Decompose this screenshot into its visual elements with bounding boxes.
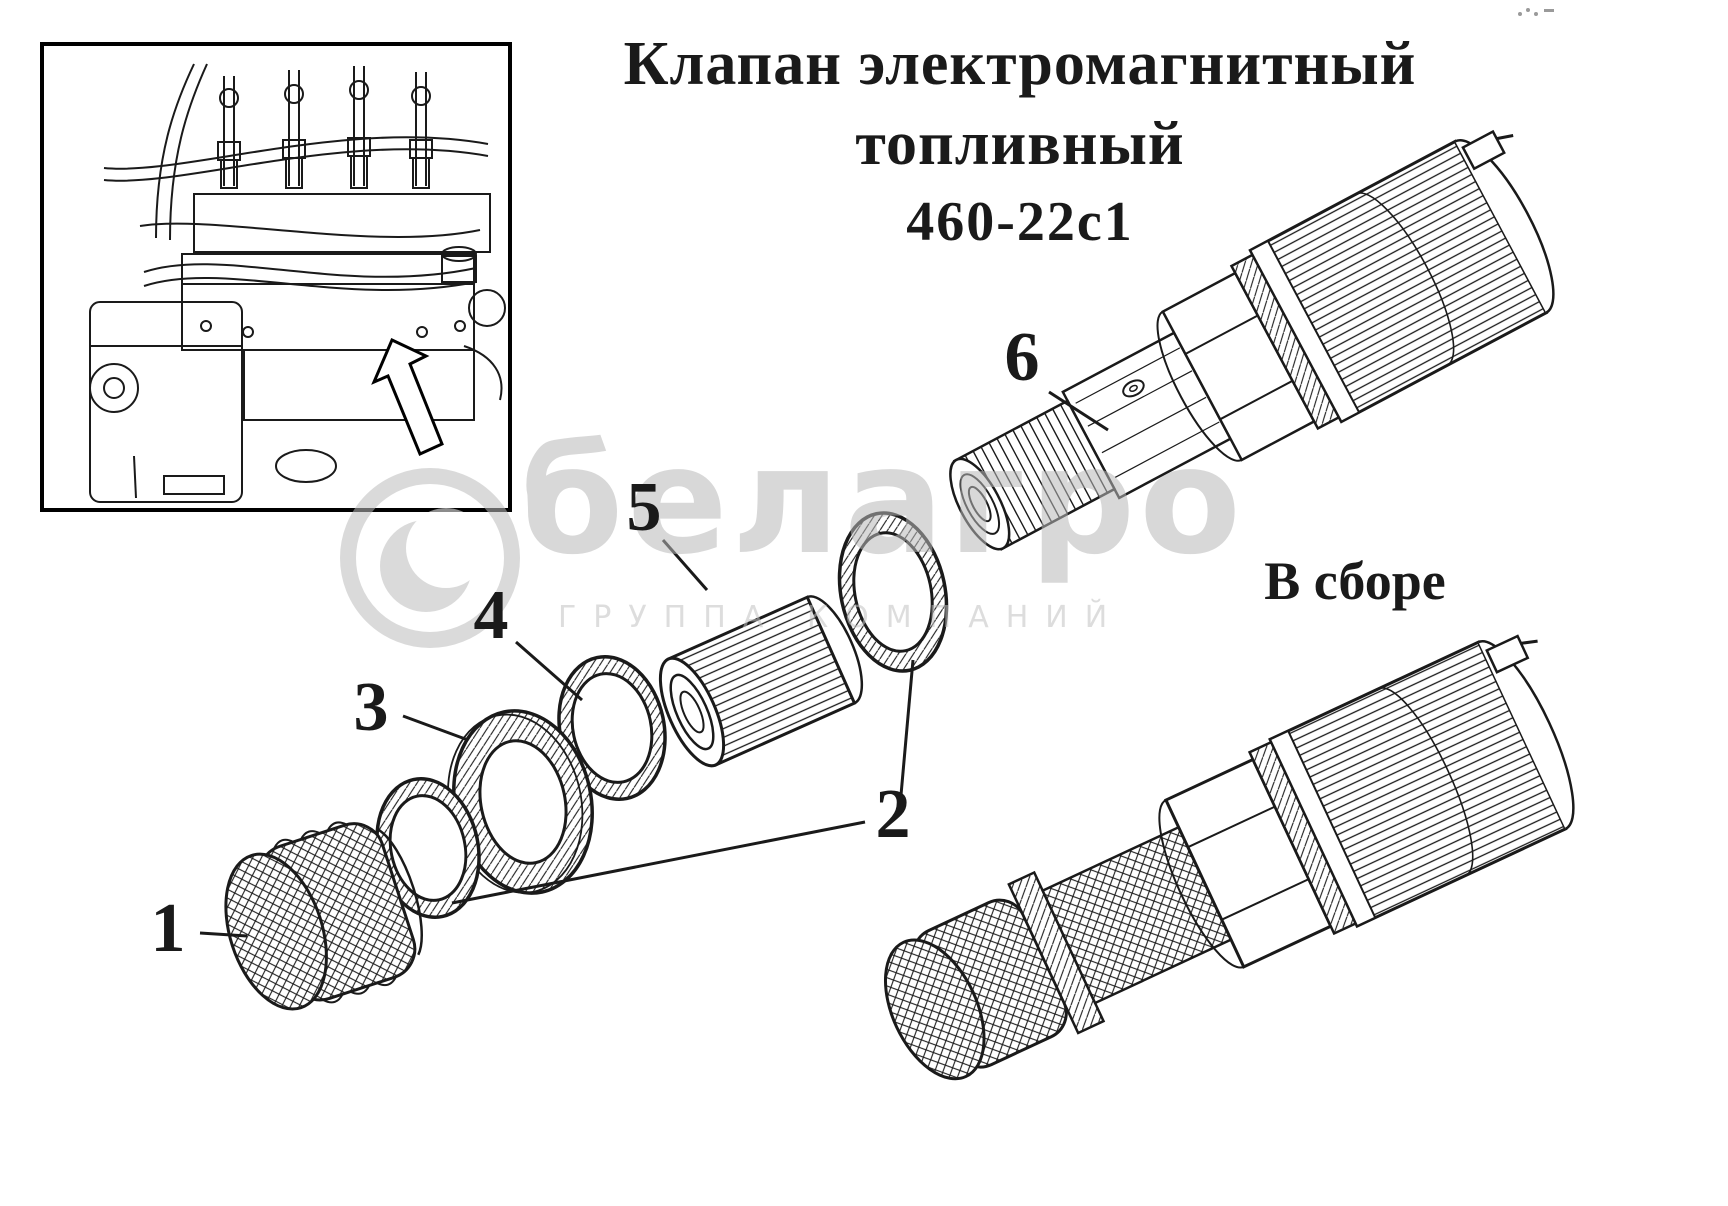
part-label-4: 4: [473, 577, 509, 654]
governor-housing: [89, 301, 243, 503]
assembled-caption: В сборе: [1264, 551, 1446, 611]
part-1-cap-drawing: [224, 821, 423, 1011]
part-label-6: 6: [1004, 319, 1040, 396]
pump-inset-drawing: [89, 63, 506, 503]
pump-location-inset: [40, 42, 512, 512]
leader-lines: [199, 390, 1109, 938]
part-label-5: 5: [626, 469, 662, 546]
title-line-1: Клапан электромагнитный: [623, 30, 1417, 98]
part-3-ring-drawing: [447, 709, 594, 895]
fuel-pipes: [103, 63, 489, 291]
part-label-2: 2: [875, 776, 911, 853]
assembled-valve-drawing: [883, 634, 1575, 1081]
page-title: Клапан электромагнитный топливный 460-22…: [530, 24, 1510, 260]
part-5-sleeve-drawing: [658, 595, 864, 768]
injectors: [217, 66, 433, 189]
part-4-ring-drawing: [557, 654, 667, 802]
part-2-oring-drawing: [837, 511, 949, 673]
part-number: 460-22с1: [906, 191, 1134, 253]
pump-body: [181, 193, 506, 483]
part-label-1: 1: [150, 890, 186, 967]
pointer-arrow: [371, 337, 444, 457]
part-label-3: 3: [353, 669, 389, 746]
corner-mark: [1518, 8, 1554, 16]
title-line-2: топливный: [855, 110, 1185, 178]
part-6-valve-body-drawing: [949, 129, 1555, 551]
